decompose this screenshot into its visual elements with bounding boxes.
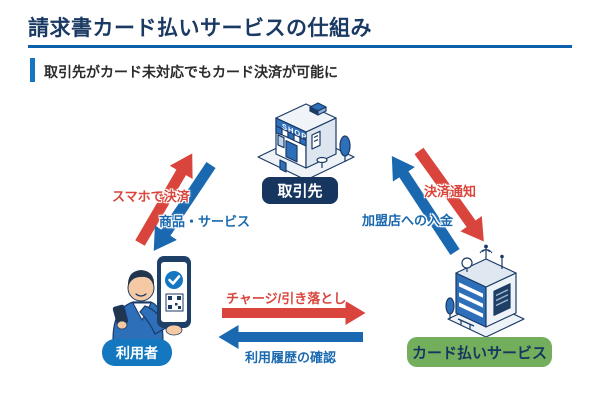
- flow-label-charge-debit: チャージ/引き落とし: [226, 291, 347, 306]
- subtitle-text: 取引先がカード未対応でもカード決済が可能に: [44, 64, 338, 80]
- qr-code-icon: [165, 293, 184, 312]
- flow-label-payment-notice: 決済通知: [424, 184, 477, 199]
- person-with-smartphone-icon: [112, 256, 191, 341]
- subtitle-accent-bar: [30, 58, 35, 82]
- checkmark-icon: [165, 271, 183, 289]
- smartphone-icon: [157, 256, 191, 336]
- title-underline: [28, 45, 572, 48]
- flow-label-pay-by-phone: スマホで決済: [112, 189, 190, 204]
- arrow-pay-by-phone: [135, 153, 193, 246]
- shop-storefront-icon: SHOP: [257, 102, 355, 181]
- vendor-node-label: 取引先: [262, 177, 338, 204]
- user-node-label: 利用者: [102, 339, 172, 366]
- page-title: 請求書カード払いサービスの仕組み: [28, 17, 372, 40]
- flow-label-usage-history: 利用履歴の確認: [245, 350, 337, 365]
- flow-label-merchant-deposit: 加盟店への入金: [362, 213, 454, 228]
- diagram: SHOP: [0, 88, 600, 400]
- office-building-icon: [445, 244, 525, 338]
- service-node-label: カード払いサービス: [407, 337, 552, 367]
- person-body: [112, 270, 167, 341]
- flow-label-goods-services: 商品・サービス: [159, 214, 251, 229]
